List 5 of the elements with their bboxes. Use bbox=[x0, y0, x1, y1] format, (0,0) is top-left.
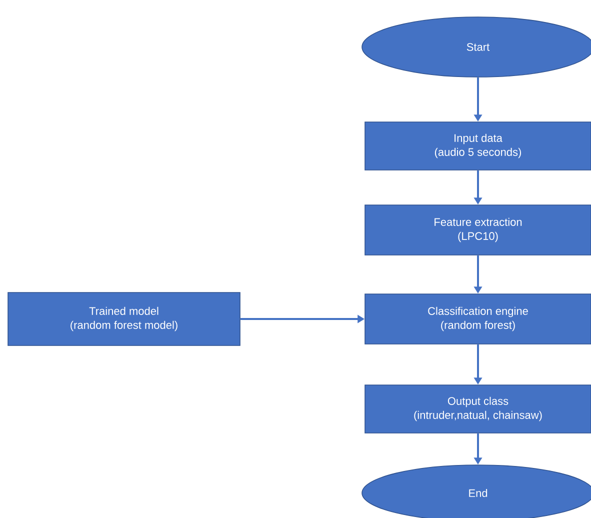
process-box: Feature extraction (LPC10) bbox=[364, 204, 591, 256]
process-box: Input data (audio 5 seconds) bbox=[364, 122, 591, 170]
process-box: Trained model (random forest model) bbox=[8, 292, 240, 346]
process-box: Output class (intruder,natual, chainsaw) bbox=[364, 384, 591, 434]
process-box: Classification engine (random forest) bbox=[364, 294, 591, 344]
